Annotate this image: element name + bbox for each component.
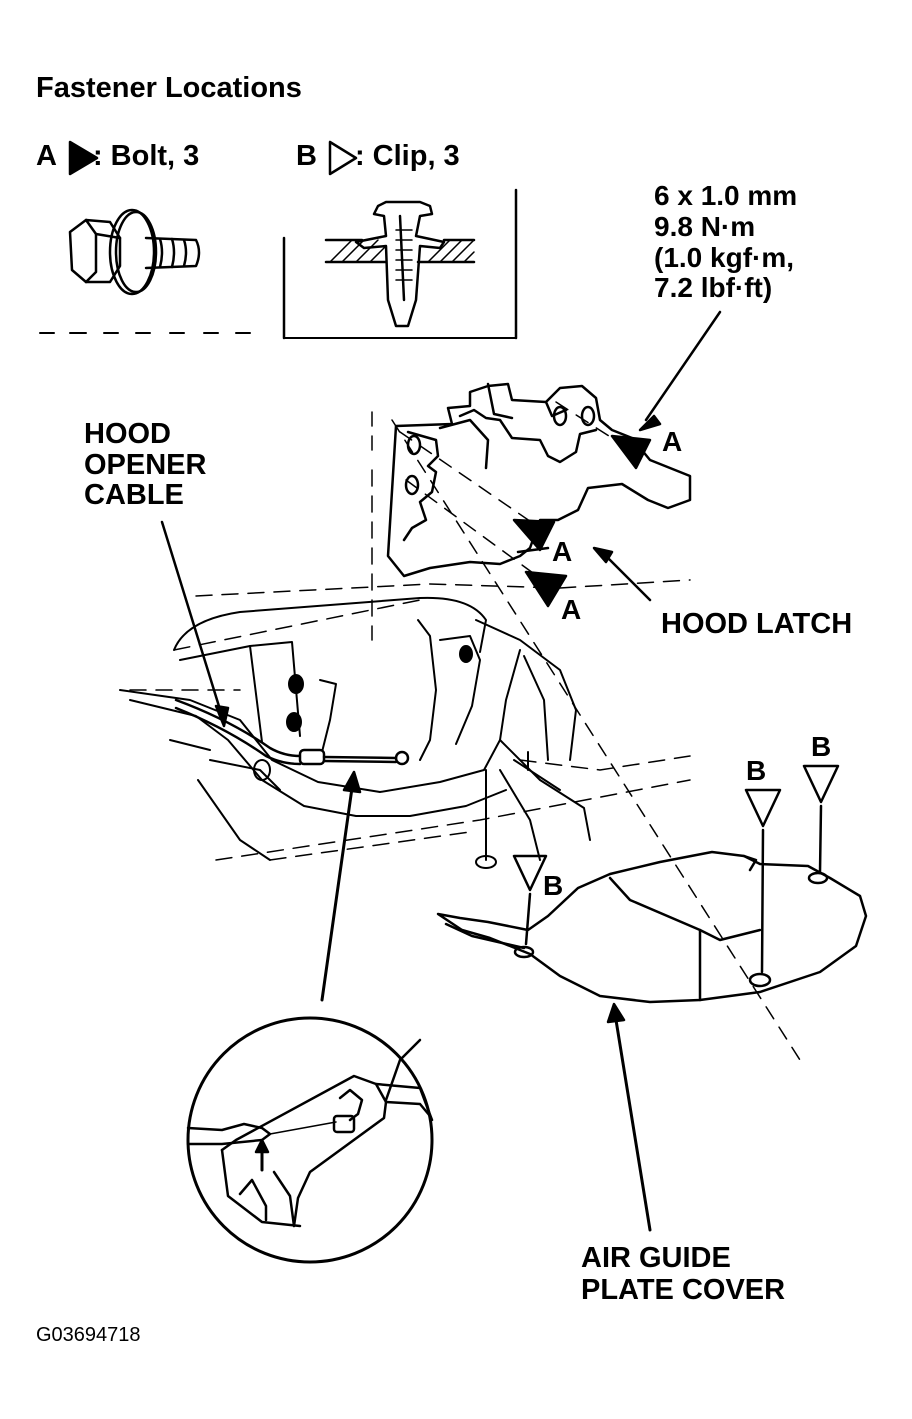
hood-latch-leader <box>592 546 652 602</box>
legend-clip: B : Clip, 3 <box>296 142 460 171</box>
marker-b: B <box>543 870 564 901</box>
legend-bolt-letter: A <box>36 140 57 172</box>
solid-triangle-icon <box>68 140 99 176</box>
air-guide-plate-cover <box>436 850 868 1004</box>
air-guide-leader <box>606 1002 652 1232</box>
figure-code: G03694718 <box>36 1324 141 1346</box>
bolt-icon <box>68 208 201 296</box>
frame-dashes <box>129 469 691 861</box>
page-title: Fastener Locations <box>36 72 302 104</box>
marker-a: A <box>662 426 683 457</box>
air-guide-plate-cover-label: AIR GUIDE PLATE COVER <box>581 1242 786 1306</box>
detail-inset <box>186 1016 434 1264</box>
legend-dividers <box>39 188 518 340</box>
hood-latch-part <box>386 382 692 578</box>
marker-a: A <box>552 536 573 567</box>
legend-clip-letter: B <box>296 140 317 172</box>
detail-leader <box>320 770 362 1002</box>
hood-opener-cable <box>160 520 410 766</box>
legend-bolt: A : Bolt, 3 <box>36 142 199 171</box>
marker-b: B <box>746 755 767 786</box>
clip-markers <box>512 764 840 974</box>
outline-triangle-icon <box>328 140 358 176</box>
bolt-marker <box>512 518 556 552</box>
marker-a: A <box>561 594 582 625</box>
torque-spec: 6 x 1.0 mm 9.8 N·m (1.0 kgf·m, 7.2 lbf·f… <box>654 180 798 304</box>
clip-icon <box>324 200 476 328</box>
legend-bolt-text: : Bolt, 3 <box>92 140 200 172</box>
bolt-marker <box>524 570 568 608</box>
legend-clip-text: : Clip, 3 <box>354 140 460 172</box>
hood-opener-cable-label: HOOD OPENER CABLE <box>84 418 207 512</box>
hood-latch-label: HOOD LATCH <box>661 608 853 640</box>
spec-leader <box>638 310 722 432</box>
bolt-axis-lines <box>371 401 801 1061</box>
body-frame <box>119 596 591 869</box>
marker-b: B <box>811 731 832 762</box>
